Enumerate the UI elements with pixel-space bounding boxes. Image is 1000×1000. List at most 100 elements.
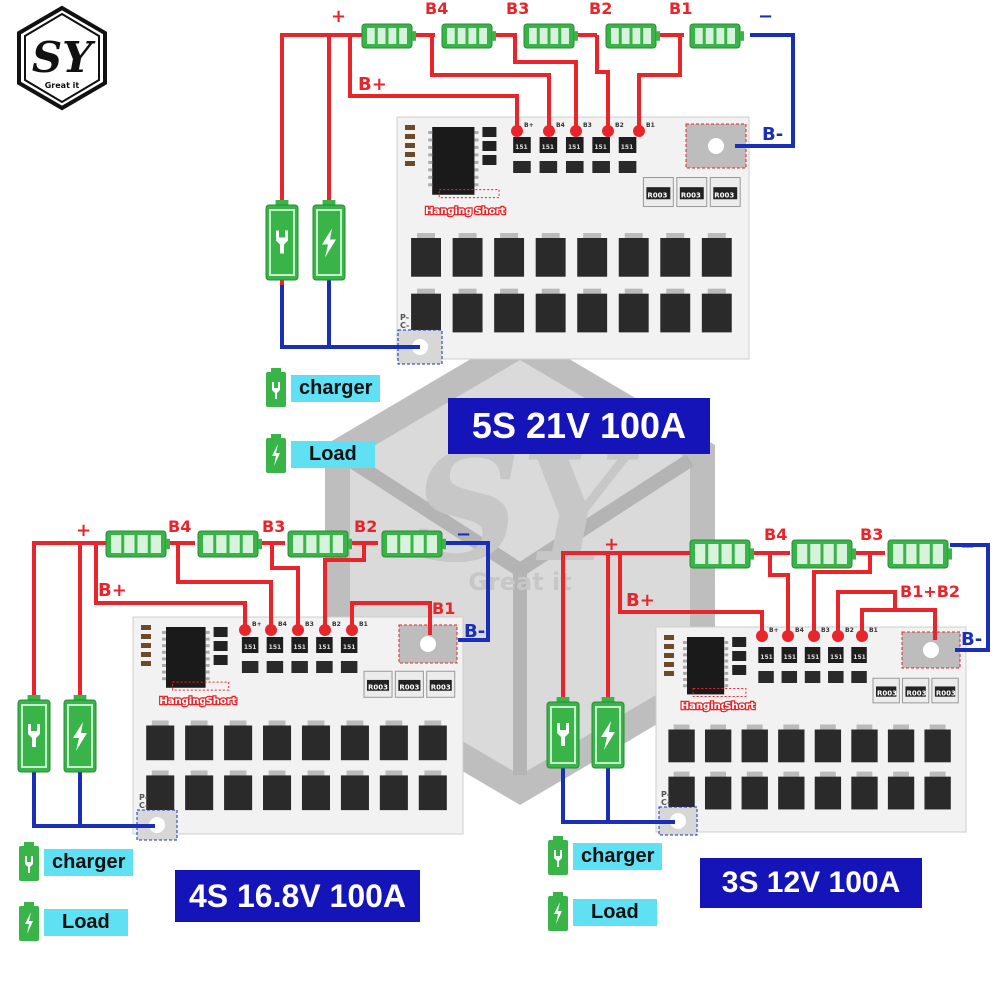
pin-label: B2 <box>615 122 624 129</box>
legend-3s-charger: charger <box>547 836 663 876</box>
battery-cell <box>523 23 578 49</box>
pin-label: B+ <box>252 621 262 628</box>
bminus-label: B- <box>464 621 485 642</box>
smd-resistor <box>405 152 415 157</box>
cell-bar <box>919 544 930 564</box>
ic-pin <box>428 175 433 179</box>
cell-bar <box>124 535 135 553</box>
ic-pin <box>205 644 210 648</box>
balance-chip <box>758 647 774 663</box>
smd-resistor <box>664 644 674 649</box>
mosfet <box>411 238 441 277</box>
mosfet <box>379 775 408 811</box>
ic-pin <box>205 663 210 667</box>
mosfet <box>224 775 253 811</box>
wire-b1b2 <box>836 590 897 636</box>
plus-label: + <box>331 6 346 27</box>
bolt-battery-icon <box>19 902 39 941</box>
cell-bar <box>447 28 455 44</box>
plug-battery-icon <box>266 368 286 407</box>
transistor <box>539 161 558 173</box>
cell-bar <box>367 28 375 44</box>
mosfet-tab <box>151 770 169 776</box>
smd-resistor <box>141 625 151 630</box>
legend-load-text: Load <box>44 908 128 936</box>
shunt-resistor-label-bg <box>876 686 897 697</box>
chip-label: 151 <box>760 654 773 661</box>
mosfet-tab <box>893 724 909 730</box>
bplus-label: B+ <box>626 590 655 611</box>
cell-label-b1: B1 <box>669 0 692 18</box>
ic-pin <box>683 641 687 644</box>
shunt-resistor-label-bg <box>905 686 926 697</box>
ic-pin <box>162 663 166 667</box>
ic-pin <box>474 175 479 179</box>
mosfet <box>660 238 691 277</box>
cell-label-b3: B3 <box>262 517 285 536</box>
mosfet <box>668 729 695 763</box>
battery-cell <box>361 23 416 49</box>
hanging-label: Hanging <box>159 696 206 707</box>
battery-cell <box>791 539 856 569</box>
smd-chip <box>482 141 497 151</box>
mosfet <box>494 238 525 277</box>
transistor <box>758 671 774 683</box>
bminus-label: B- <box>961 629 982 650</box>
cell-bar <box>229 535 240 553</box>
smd-chip <box>213 641 228 651</box>
cell-bar <box>727 28 735 44</box>
mosfet-tab <box>746 771 763 777</box>
wire-b4 <box>430 35 551 131</box>
cell-bar <box>643 28 651 44</box>
battery-cell <box>441 23 496 49</box>
cell-bar <box>468 28 477 44</box>
chip-label: 151 <box>318 644 331 651</box>
wire-bminus <box>440 541 490 642</box>
battery-cell <box>287 530 352 558</box>
cell-terminal <box>750 548 754 560</box>
ic-pin <box>724 659 729 663</box>
ic-pin <box>683 653 687 657</box>
ic-pin <box>474 153 479 157</box>
pc-label: C- <box>139 801 148 810</box>
mosfet-tab <box>541 233 560 238</box>
plug-battery-icon <box>548 836 568 875</box>
battery-cell <box>887 539 952 569</box>
mosfet-tab <box>500 288 519 294</box>
bolt-battery-icon <box>266 434 286 473</box>
title-5s: 5S 21V 100A <box>448 398 710 454</box>
ic-pin <box>162 650 166 654</box>
pin-label: B2 <box>845 627 854 634</box>
plus-label: + <box>76 520 91 541</box>
pc-label: C- <box>400 321 409 330</box>
transistor <box>513 161 531 173</box>
mosfet-tab <box>541 288 560 294</box>
chip-label: 151 <box>269 644 282 651</box>
plug-battery-icon <box>19 842 39 881</box>
cell-bar <box>216 535 227 553</box>
cell-bar <box>721 544 732 564</box>
vbat-inner <box>21 704 47 768</box>
plug-icon <box>28 724 40 747</box>
mosfet <box>452 238 483 277</box>
transistor <box>781 671 798 683</box>
vbat-terminal <box>275 200 289 206</box>
bolt-icon <box>601 721 615 750</box>
resistor-label: R003 <box>936 689 956 697</box>
bplus-label: B+ <box>98 580 127 601</box>
cell-bar <box>695 28 703 44</box>
mosfet-tab <box>229 770 247 776</box>
ic-pin <box>474 138 479 142</box>
ic-pin <box>683 678 687 682</box>
mosfet <box>224 725 253 761</box>
cell-bar <box>332 535 343 553</box>
smd-resistor <box>141 661 151 666</box>
resistor-label: R003 <box>399 683 419 691</box>
vbat-terminal <box>322 200 336 206</box>
shunt-resistor-label-bg <box>429 679 452 691</box>
mosfet <box>701 238 732 277</box>
mosfet-tab <box>856 771 873 777</box>
